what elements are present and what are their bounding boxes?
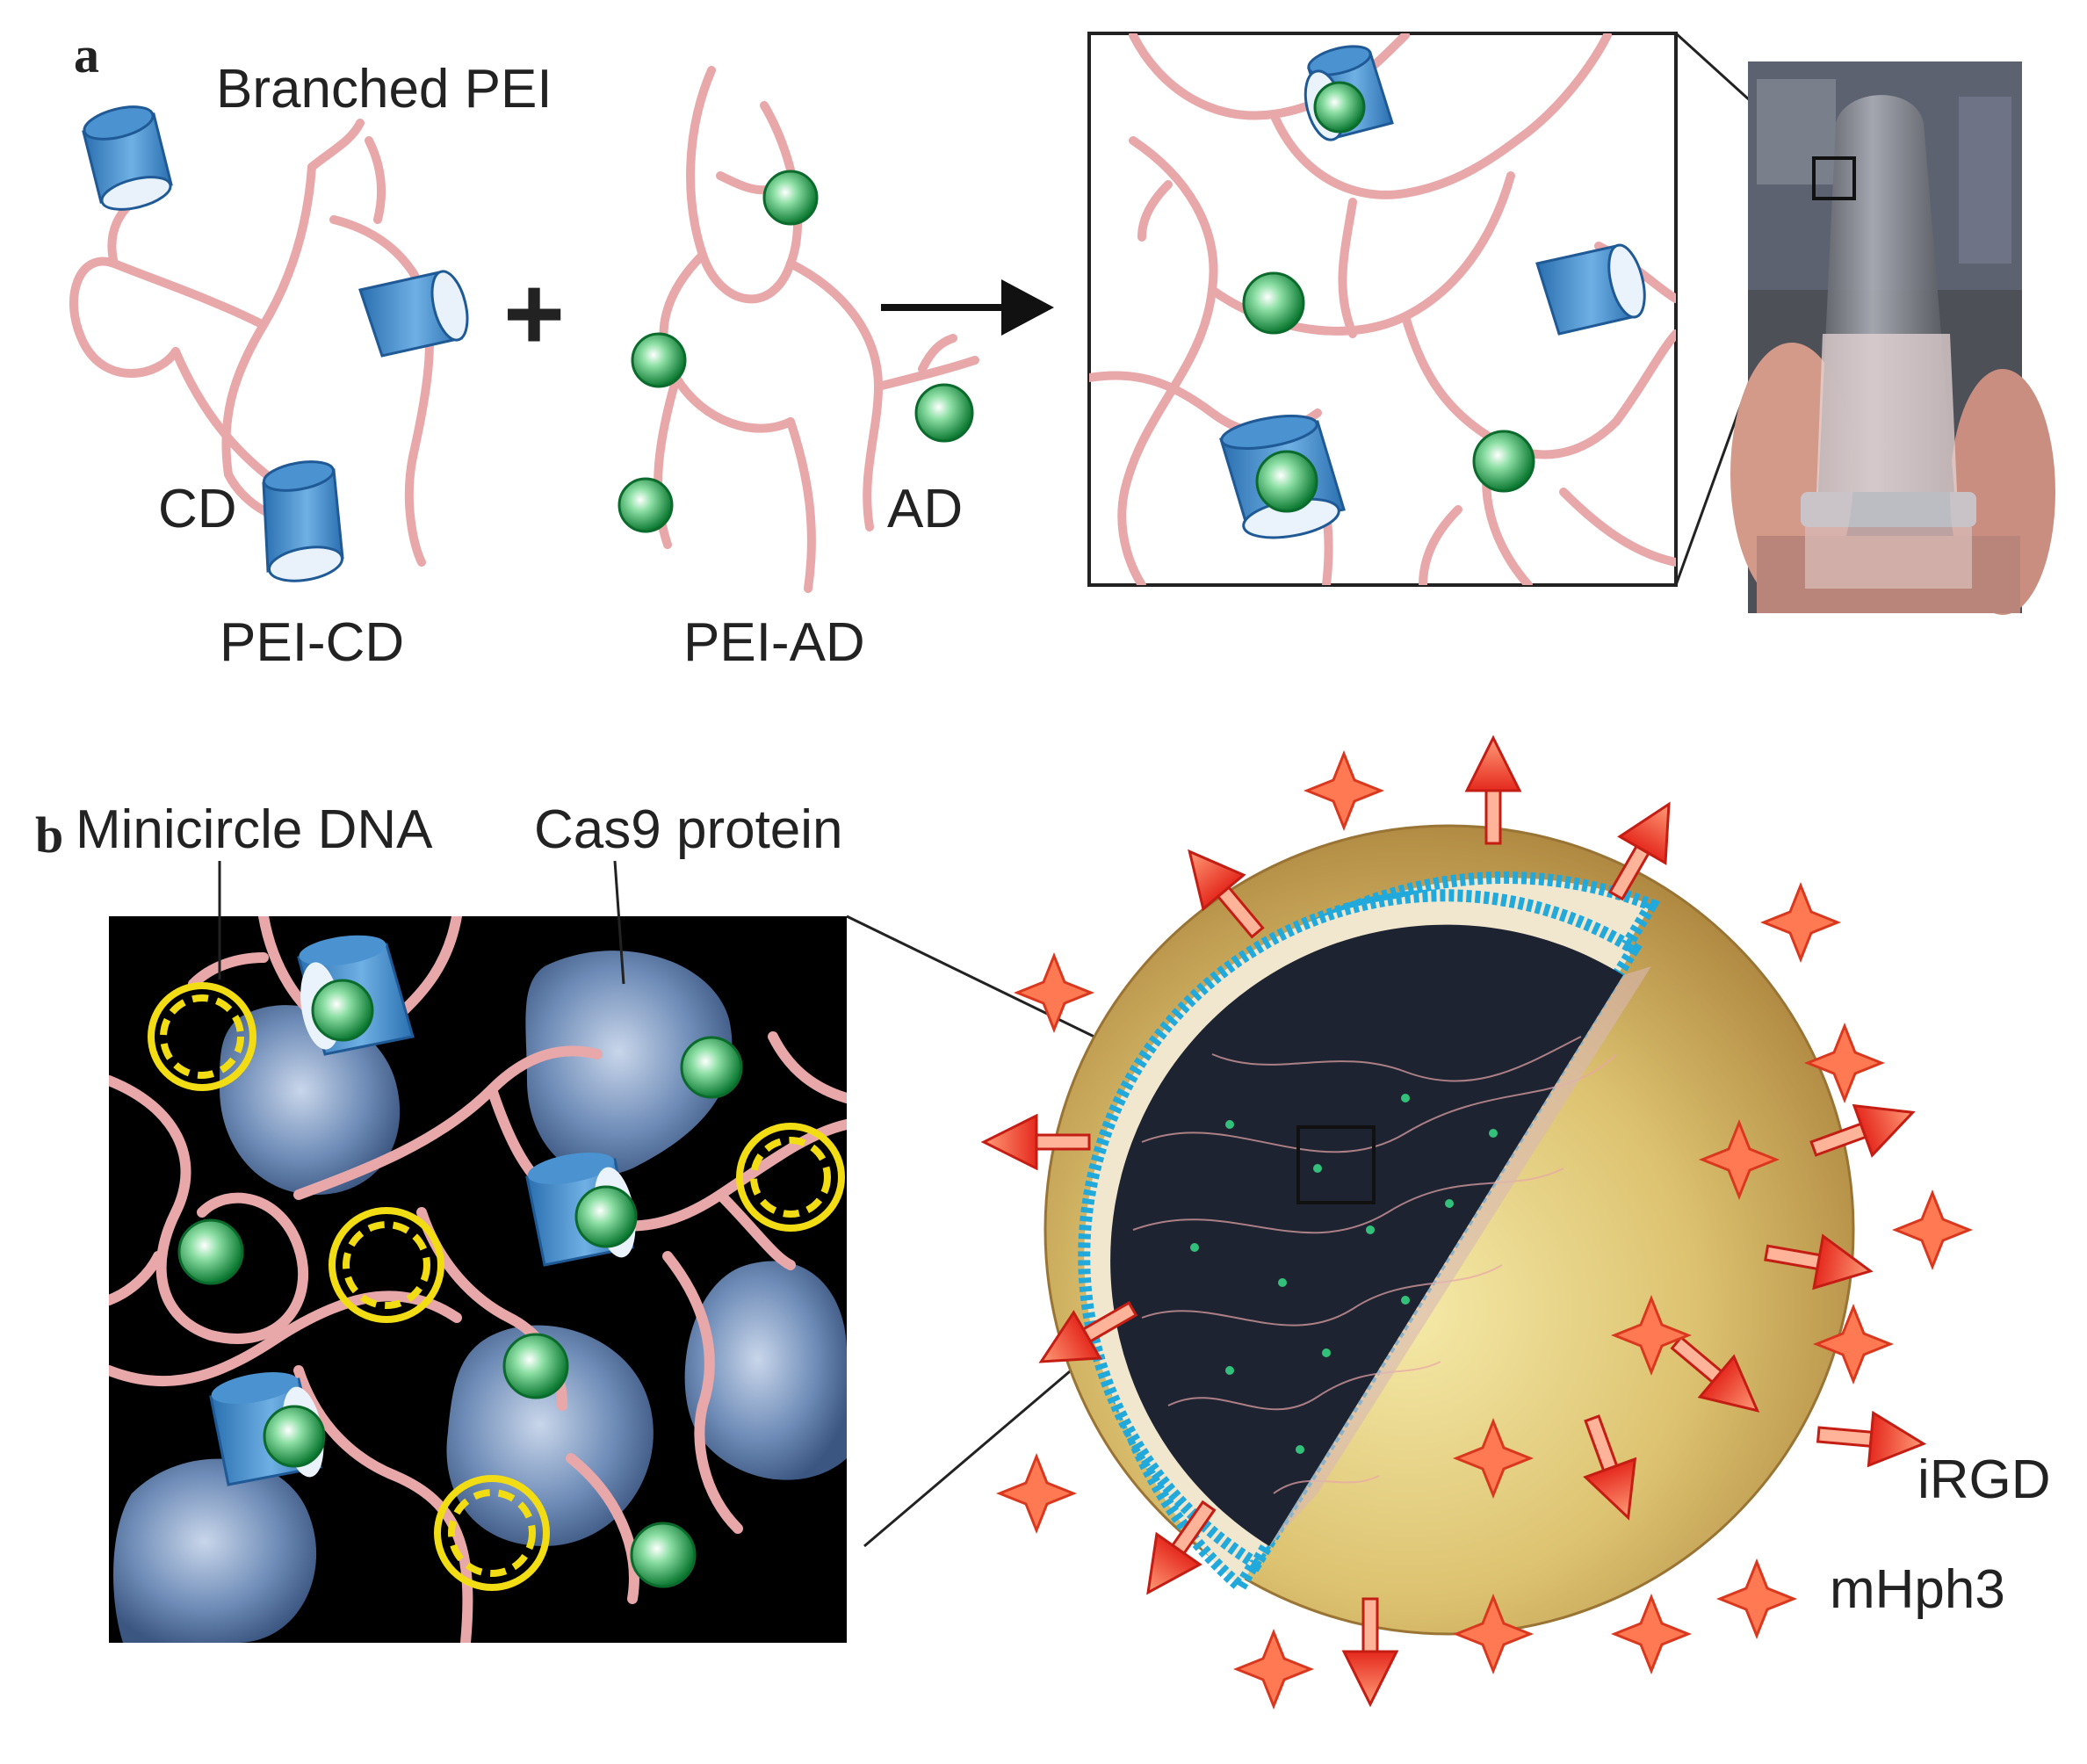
reaction-arrow — [881, 279, 1054, 336]
ad-icon — [617, 477, 674, 533]
panel-b-label: b — [35, 806, 63, 864]
irgd-ligands — [980, 734, 1927, 1708]
panel-a-label: a — [74, 26, 99, 83]
mhph3-label: mHph3 — [1830, 1559, 2005, 1620]
nanocapsule — [1044, 824, 1855, 1636]
minicircle-dna-icon — [148, 982, 845, 1591]
ad-icon — [762, 170, 819, 226]
pei-ad-label: PEI-AD — [683, 612, 865, 673]
ad-label: AD — [887, 479, 963, 539]
branched-pei-label: Branched PEI — [216, 59, 552, 119]
zoom-box — [1296, 1125, 1376, 1204]
minicircle-dna-label: Minicircle DNA — [76, 799, 433, 860]
pei-cd-polymer — [69, 119, 434, 567]
ad-icon-group — [617, 170, 974, 533]
cd-icon — [262, 460, 344, 582]
hydrogel-network-inset — [1087, 32, 1678, 587]
ad-icon — [177, 1218, 244, 1285]
cd-icon — [209, 1372, 326, 1486]
pei-cd-label: PEI-CD — [220, 612, 404, 673]
cd-label: CD — [158, 479, 237, 539]
ad-icon — [1472, 430, 1535, 493]
ad-icon — [914, 383, 974, 443]
cas9-protein-icon — [113, 951, 847, 1643]
ad-icon — [631, 332, 687, 388]
ad-icon — [1242, 271, 1305, 335]
plus-sign: + — [503, 255, 565, 372]
nanocapsule-core-inset — [109, 916, 847, 1643]
cd-icon — [525, 1153, 638, 1267]
cd-icon — [358, 270, 469, 358]
ad-icon — [502, 1333, 569, 1399]
cas9-leader-line — [613, 860, 625, 985]
cd-icon — [82, 105, 173, 211]
ad-icon — [680, 1036, 743, 1099]
ad-icon — [630, 1522, 697, 1588]
mhph3-ligands — [995, 749, 1974, 1710]
hydrogel-tube-photo — [1730, 61, 2055, 615]
irgd-label: iRGD — [1917, 1450, 2051, 1510]
cd-icon — [297, 935, 415, 1056]
cas9-protein-label: Cas9 protein — [534, 799, 843, 860]
